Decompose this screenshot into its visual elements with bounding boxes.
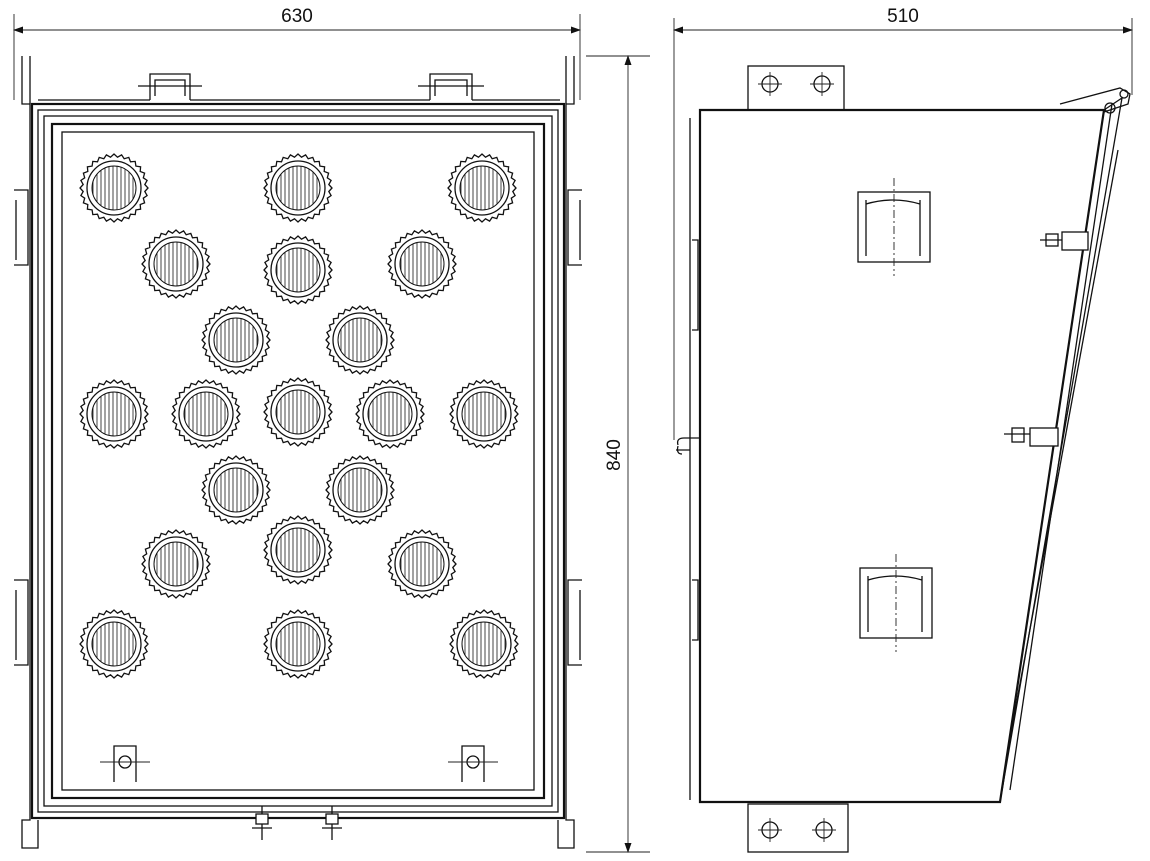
side-width-dimension: 510 xyxy=(673,6,1133,440)
bottom-clamp-right xyxy=(448,745,498,782)
door-lock-upper xyxy=(1040,231,1089,251)
connector xyxy=(79,609,149,679)
connector xyxy=(325,305,395,375)
cable-gland-upper xyxy=(857,178,931,276)
door-lock-lower xyxy=(1004,427,1059,447)
height-dimension: 840 xyxy=(586,55,650,853)
ground-stud-right xyxy=(322,806,342,840)
connector xyxy=(263,609,333,679)
connector xyxy=(79,153,149,223)
front-view: 630 xyxy=(13,6,582,849)
connector xyxy=(141,229,211,299)
connector xyxy=(263,377,333,447)
connector xyxy=(79,379,149,449)
top-handle-right xyxy=(418,73,484,100)
height-label: 840 xyxy=(604,439,625,471)
connector xyxy=(201,455,271,525)
bottom-mount-bracket xyxy=(747,803,849,853)
connector xyxy=(263,515,333,585)
front-width-dimension: 630 xyxy=(13,6,581,100)
connector xyxy=(447,153,517,223)
connector xyxy=(263,235,333,305)
front-width-label: 630 xyxy=(281,6,313,27)
top-mount-bracket xyxy=(747,65,845,111)
connector xyxy=(201,305,271,375)
bottom-clamp-left xyxy=(100,745,150,782)
connector xyxy=(141,529,211,599)
ground-stud-left xyxy=(252,806,272,840)
top-handle-left xyxy=(138,73,202,100)
connector xyxy=(387,529,457,599)
connector xyxy=(355,379,425,449)
door-hinge xyxy=(1059,87,1131,114)
connector xyxy=(171,379,241,449)
connector xyxy=(325,455,395,525)
side-view: 510 xyxy=(673,6,1133,853)
connector-group xyxy=(79,153,519,679)
cable-gland-lower xyxy=(859,554,933,652)
connector xyxy=(449,609,519,679)
connector xyxy=(387,229,457,299)
side-width-label: 510 xyxy=(887,6,919,27)
connector xyxy=(449,379,519,449)
connector xyxy=(263,153,333,223)
